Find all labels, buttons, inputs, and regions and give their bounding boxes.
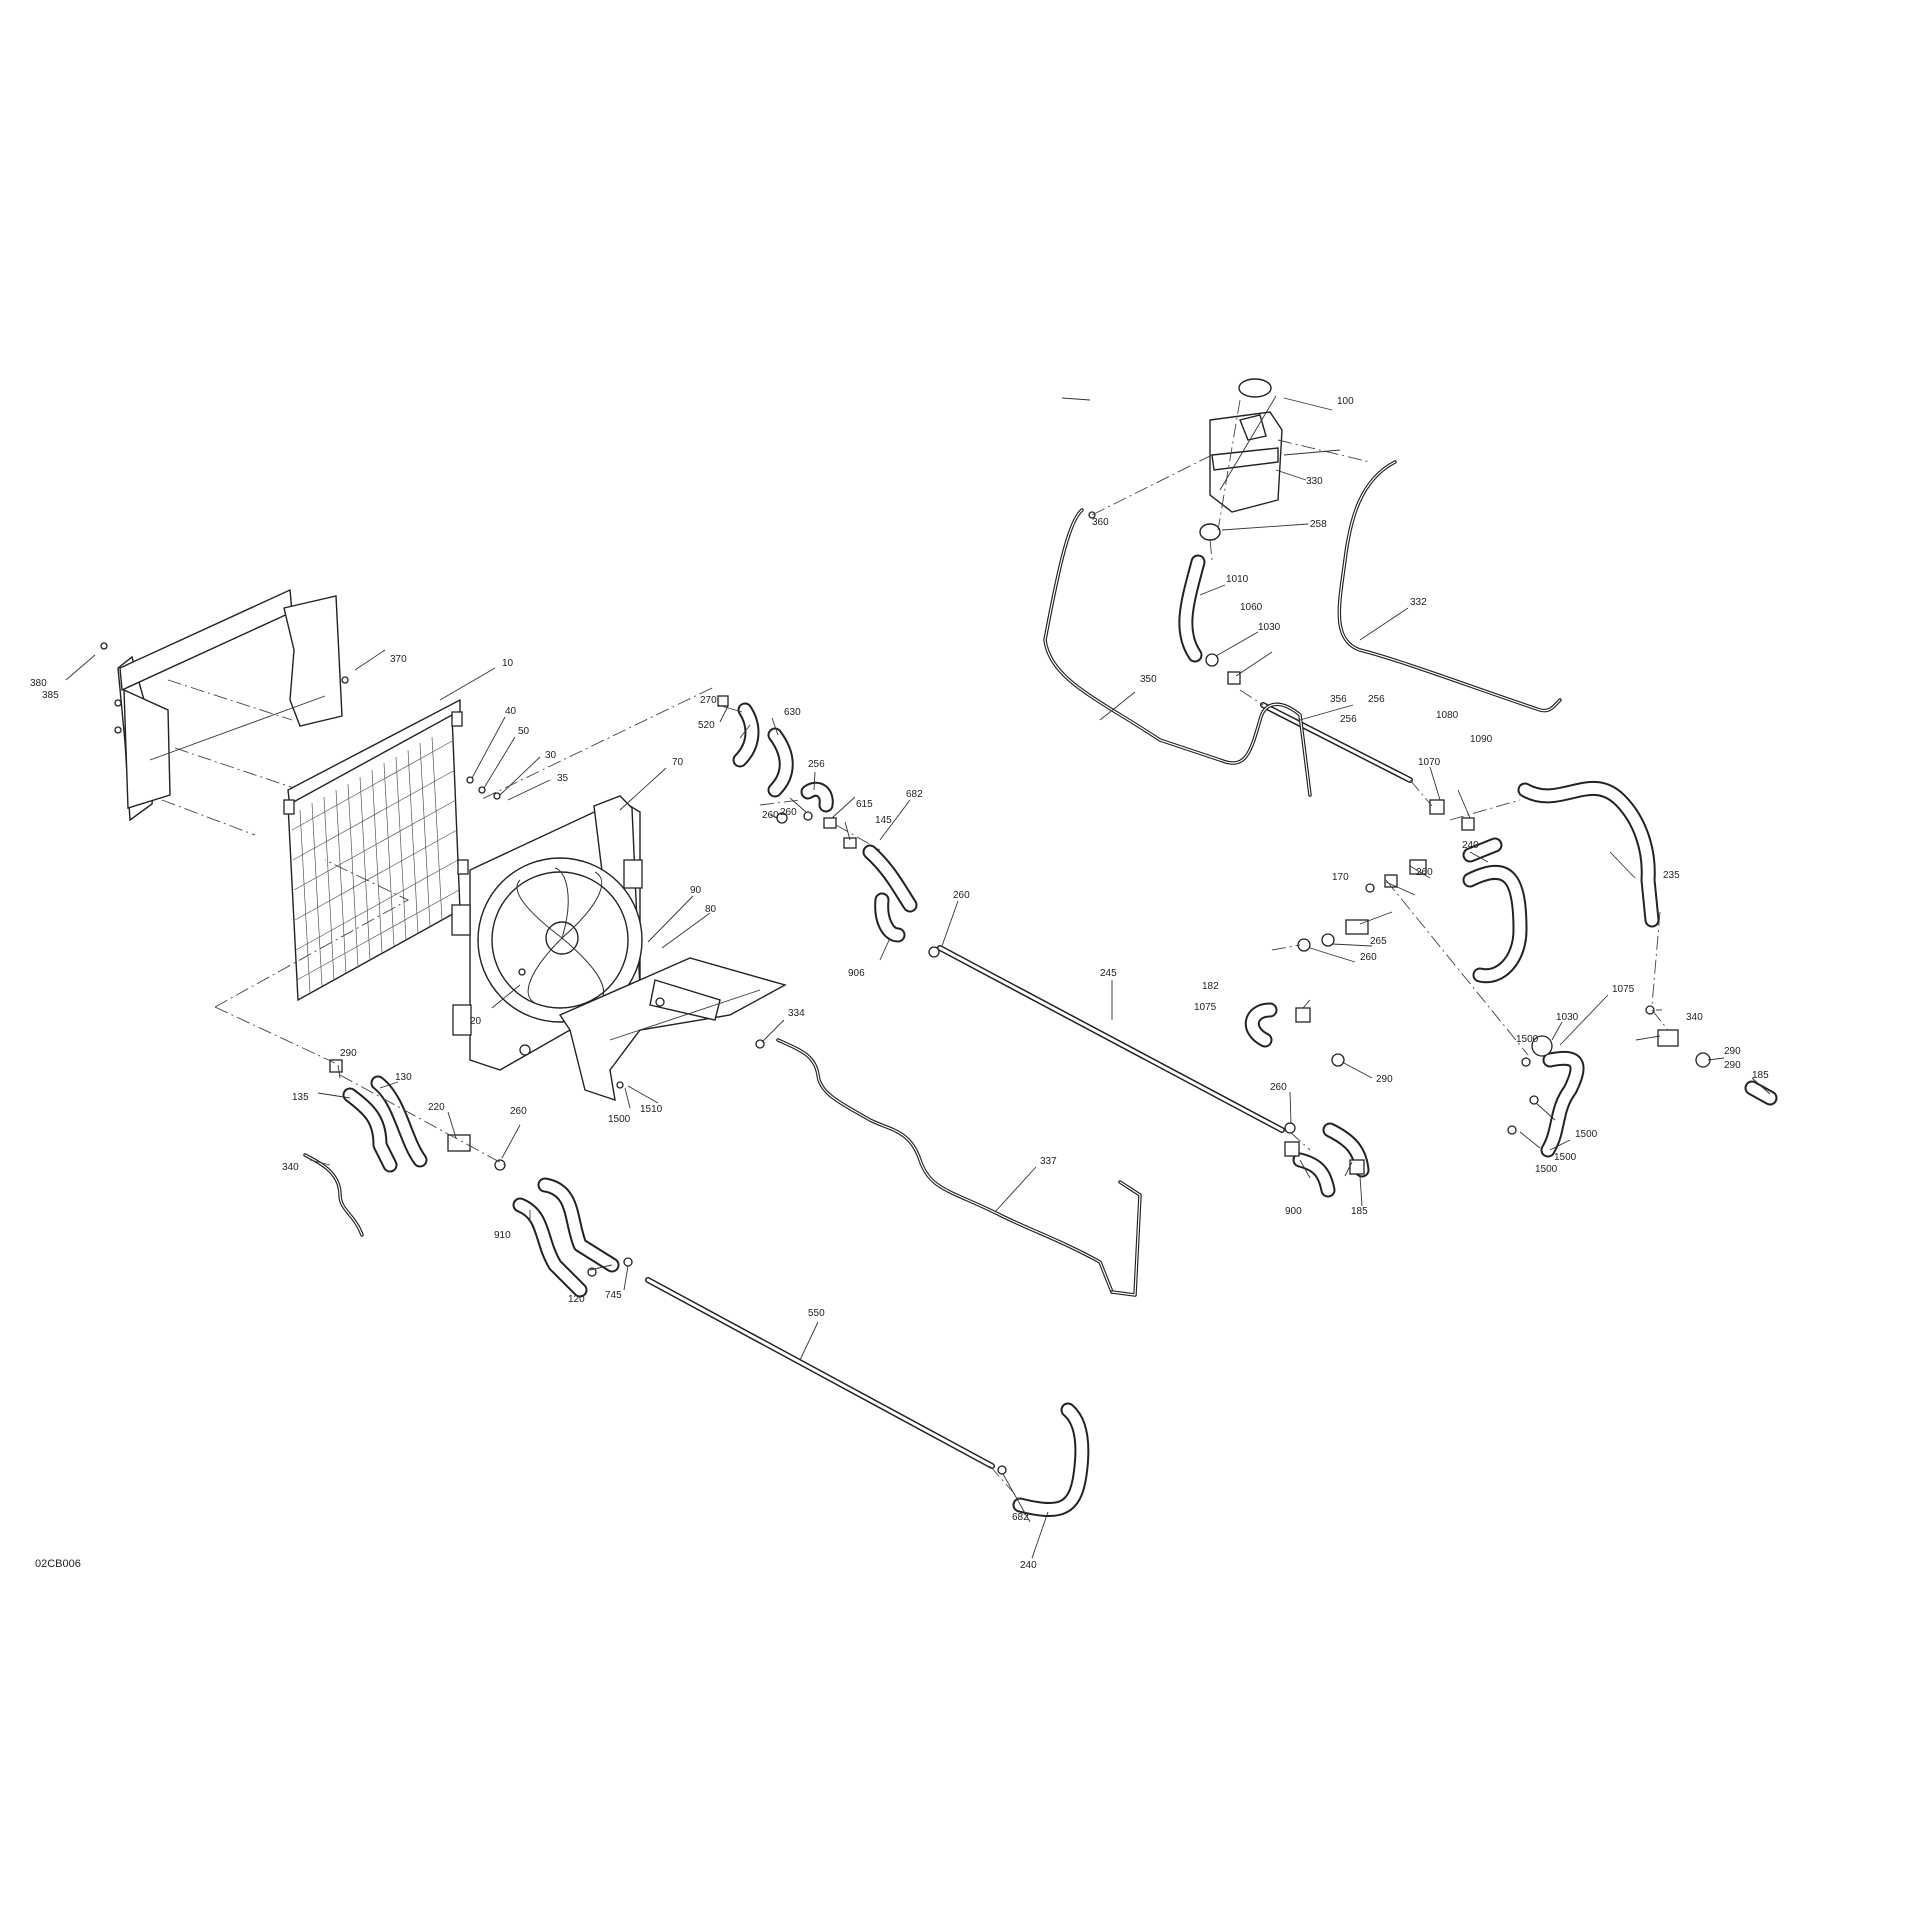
radiator (283, 698, 469, 1002)
label-90: 90 (690, 885, 702, 896)
label-340b: 340 (1686, 1012, 1703, 1023)
label-1075b: 1075 (1612, 984, 1635, 995)
label-332: 332 (1410, 597, 1427, 608)
label-1090: 1090 (1470, 734, 1493, 745)
label-340a: 340 (282, 1162, 299, 1173)
label-338d: 1500 (1535, 1164, 1558, 1175)
label-385: 385 (42, 690, 59, 701)
label-338a: 1500 (1516, 1034, 1539, 1045)
label-256b: 256 (1368, 694, 1385, 705)
label-270: 270 (700, 695, 717, 706)
hoses (342, 554, 1778, 1518)
expansion-tank (1199, 378, 1283, 541)
label-70: 70 (672, 757, 684, 768)
label-10: 10 (502, 658, 514, 669)
label-245: 245 (1100, 968, 1117, 979)
pipes (645, 702, 1413, 1469)
label-256c: 256 (1340, 714, 1357, 725)
label-370: 370 (390, 654, 407, 665)
label-615: 615 (856, 799, 873, 810)
label-900: 900 (1285, 1206, 1302, 1217)
label-265: 265 (1370, 936, 1387, 947)
label-1030b: 1030 (1556, 1012, 1579, 1023)
label-360: 360 (1092, 517, 1109, 528)
label-260g: 260 (1416, 867, 1433, 878)
label-30: 30 (545, 750, 557, 761)
air-deflector (558, 957, 787, 1102)
assembly-lines (214, 399, 1669, 1501)
label-235: 235 (1663, 870, 1680, 881)
diagram-code: 02CB006 (35, 1558, 81, 1570)
label-40: 40 (505, 706, 517, 717)
label-180: 185 (1752, 1070, 1769, 1081)
label-130: 130 (395, 1072, 412, 1083)
label-260f: 260 (1360, 952, 1377, 963)
label-290d: 290 (1724, 1060, 1741, 1071)
radiator-bracket (100, 588, 349, 836)
label-258: 258 (1310, 519, 1327, 530)
label-682: 682 (906, 789, 923, 800)
label-260d: 260 (1270, 1082, 1287, 1093)
label-290c: 290 (1724, 1046, 1741, 1057)
label-630: 630 (784, 707, 801, 718)
label-240a: 240 (1462, 840, 1479, 851)
label-135: 135 (292, 1092, 309, 1103)
label-1030a: 1030 (1258, 622, 1281, 633)
label-1010: 1010 (1226, 574, 1249, 585)
label-80: 80 (705, 904, 717, 915)
label-290a: 290 (340, 1048, 357, 1059)
vent-lines (303, 460, 1562, 1297)
label-1070: 1070 (1418, 757, 1441, 768)
label-170: 170 (1332, 872, 1349, 883)
label-260b: 260 (780, 807, 797, 818)
label-260c: 260 (953, 890, 970, 901)
label-256a: 256 (808, 759, 825, 770)
label-1080: 1080 (1436, 710, 1459, 721)
label-1075a: 1075 (1194, 1002, 1217, 1013)
label-350: 350 (1140, 674, 1157, 685)
label-100: 100 (1337, 396, 1354, 407)
leader-lines (65, 395, 1771, 1559)
label-685: 682 (1012, 1512, 1029, 1523)
label-35: 35 (557, 773, 569, 784)
label-1060: 1060 (1240, 602, 1263, 613)
label-910: 910 (494, 1230, 511, 1241)
label-260a: 260 (762, 810, 779, 821)
label-1510: 1510 (640, 1104, 663, 1115)
label-520: 520 (698, 720, 715, 731)
label-337: 337 (1040, 1156, 1057, 1167)
label-50: 50 (518, 726, 530, 737)
label-338b: 1500 (1575, 1129, 1598, 1140)
label-550: 550 (808, 1308, 825, 1319)
label-145: 145 (875, 815, 892, 826)
part-labels: 10 20 30 35 40 50 70 80 90 100 120 130 1… (30, 396, 1769, 1571)
label-906: 906 (848, 968, 865, 979)
label-380: 380 (30, 678, 47, 689)
label-290b: 290 (1376, 1074, 1393, 1085)
label-330: 330 (1306, 476, 1323, 487)
label-338c: 1500 (1554, 1152, 1577, 1163)
label-120: 120 (568, 1294, 585, 1305)
label-260e: 260 (510, 1106, 527, 1117)
label-1500: 1500 (608, 1114, 631, 1125)
fittings (329, 511, 1711, 1475)
label-182: 182 (1202, 981, 1219, 992)
label-240b: 240 (1020, 1560, 1037, 1571)
label-356: 356 (1330, 694, 1347, 705)
label-20: 20 (470, 1016, 482, 1027)
label-185: 185 (1351, 1206, 1368, 1217)
label-220: 220 (428, 1102, 445, 1113)
label-745: 745 (605, 1290, 622, 1301)
label-334: 334 (788, 1008, 805, 1019)
